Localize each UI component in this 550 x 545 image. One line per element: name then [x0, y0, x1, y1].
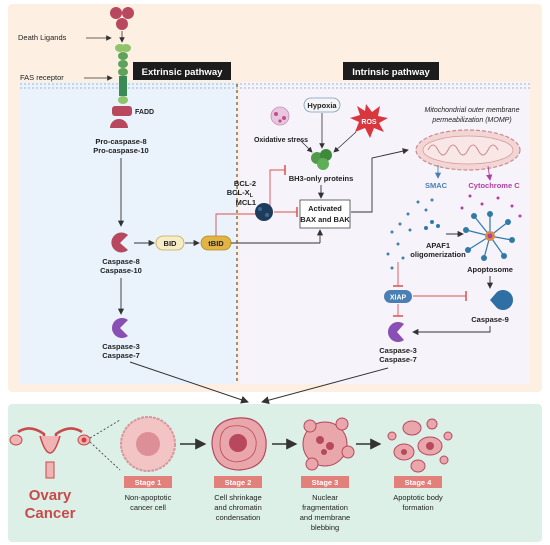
intrinsic-title-bar [343, 62, 439, 80]
smac-molecules [386, 198, 434, 270]
caspase-9-icon [490, 290, 513, 310]
stage-3-cell-icon [302, 417, 355, 471]
ros-label: ROS [361, 119, 377, 126]
intrinsic-title: Intrinsic pathway [352, 67, 430, 78]
death-ligands-label: Death Ligands [18, 33, 67, 42]
apaf1-label-2: oligomerization [410, 250, 466, 259]
pro-caspase-10-label: Pro-caspase-10 [93, 146, 148, 155]
momp-label-2: permeabilization (MOMP) [431, 117, 511, 124]
stage-2-badge: Stage 2 [214, 476, 262, 488]
svg-text:Stage 3: Stage 3 [312, 478, 339, 487]
ovary-label: Ovary [29, 487, 72, 504]
fas-receptor-icon [115, 44, 131, 104]
oxidative-stress-label: Oxidative stress [254, 137, 308, 144]
extrinsic-panel [20, 82, 235, 384]
stage-1-desc-2: cancer cell [130, 503, 166, 512]
bcl2-complex-icon [255, 203, 273, 221]
extrinsic-title: Extrinsic pathway [142, 67, 223, 78]
caspase-3-icon [112, 318, 128, 338]
caspase-8-label: Caspase-8 [102, 257, 140, 266]
stage-3-desc-2: fragmentation [302, 503, 348, 512]
bh3-label: BH3-only proteins [289, 174, 354, 183]
apaf1-label-1: APAF1 [426, 241, 450, 250]
uterus-icon [9, 427, 91, 479]
svg-text:Stage 4: Stage 4 [405, 478, 433, 487]
bax-bak-box [299, 199, 351, 229]
intrinsic-caspase-7-label: Caspase-7 [379, 355, 417, 364]
intrinsic-caspase-3-icon [387, 322, 404, 342]
mcl1-label: MCL1 [236, 198, 256, 207]
bottom-panel [8, 404, 542, 542]
stage-1-badge: Stage 1 [124, 476, 172, 488]
bid-box [155, 235, 185, 251]
extrinsic-caspase-7-label: Caspase-7 [102, 351, 140, 360]
activated-label-2: BAX and BAK [300, 215, 350, 224]
bcl2-label: BCL-2 [234, 179, 256, 188]
stage-2-desc-2: and chromatin [214, 503, 262, 512]
bid-label: BID [164, 239, 178, 248]
stage-3-desc-3: and membrane [300, 513, 350, 522]
pro-caspase-icon [110, 119, 128, 128]
fadd-label: FADD [135, 109, 154, 116]
smac-label: SMAC [425, 181, 448, 190]
apaf1-icon [424, 220, 440, 230]
fas-receptor-label: FAS receptor [20, 73, 64, 82]
hypoxia-box [303, 97, 341, 113]
stage-2-desc-1: Cell shrinkage [214, 493, 262, 502]
bclxl-label: BCL-XL [227, 188, 254, 199]
hypoxia-label: Hypoxia [307, 101, 337, 110]
svg-text:Stage 2: Stage 2 [225, 478, 252, 487]
cytochrome-molecules [460, 194, 522, 218]
stage-3-desc-4: blebbing [311, 523, 339, 532]
death-ligand-icon [110, 7, 134, 30]
svg-text:Stage 1: Stage 1 [135, 478, 162, 487]
pro-caspase-8-label: Pro-caspase-8 [95, 137, 146, 146]
xiap-label: XIAP [390, 295, 407, 302]
cytochrome-c-label: Cytochrome C [468, 181, 520, 190]
ros-icon [350, 104, 388, 138]
stage-4-desc-1: Apoptotic body [393, 493, 443, 502]
stage-4-cell-icon [387, 418, 453, 473]
apoptosome-label: Apoptosome [467, 265, 513, 274]
fadd-icon [112, 106, 132, 116]
stage-3-desc-1: Nuclear [312, 493, 338, 502]
caspase-10-label: Caspase-10 [100, 266, 142, 275]
stage-4-desc-2: formation [402, 503, 433, 512]
stage-2-desc-3: condensation [216, 513, 261, 522]
activated-label-1: Activated [308, 204, 342, 213]
stage-4-badge: Stage 4 [394, 476, 442, 488]
extrinsic-title-bar [133, 62, 231, 80]
stage-1-cell-icon [120, 416, 176, 472]
tbid-label: tBID [208, 239, 224, 248]
caspase-9-label: Caspase-9 [471, 315, 509, 324]
extrinsic-caspase-3-label: Caspase-3 [102, 342, 140, 351]
stage-2-cell-icon [211, 417, 267, 471]
cancer-label: Cancer [25, 505, 76, 522]
caspase-8-icon [111, 232, 128, 253]
stage-3-badge: Stage 3 [301, 476, 349, 488]
oxidative-stress-icon [270, 106, 290, 126]
xiap-box [384, 290, 412, 303]
stage-1-desc-1: Non-apoptotic [125, 493, 172, 502]
mitochondrion-icon [415, 129, 521, 171]
intrinsic-caspase-3-label: Caspase-3 [379, 346, 417, 355]
bh3-protein-icon [311, 149, 332, 170]
momp-label-1: Mitochondrial outer membrane [425, 107, 520, 114]
apoptosome-icon [463, 211, 515, 261]
